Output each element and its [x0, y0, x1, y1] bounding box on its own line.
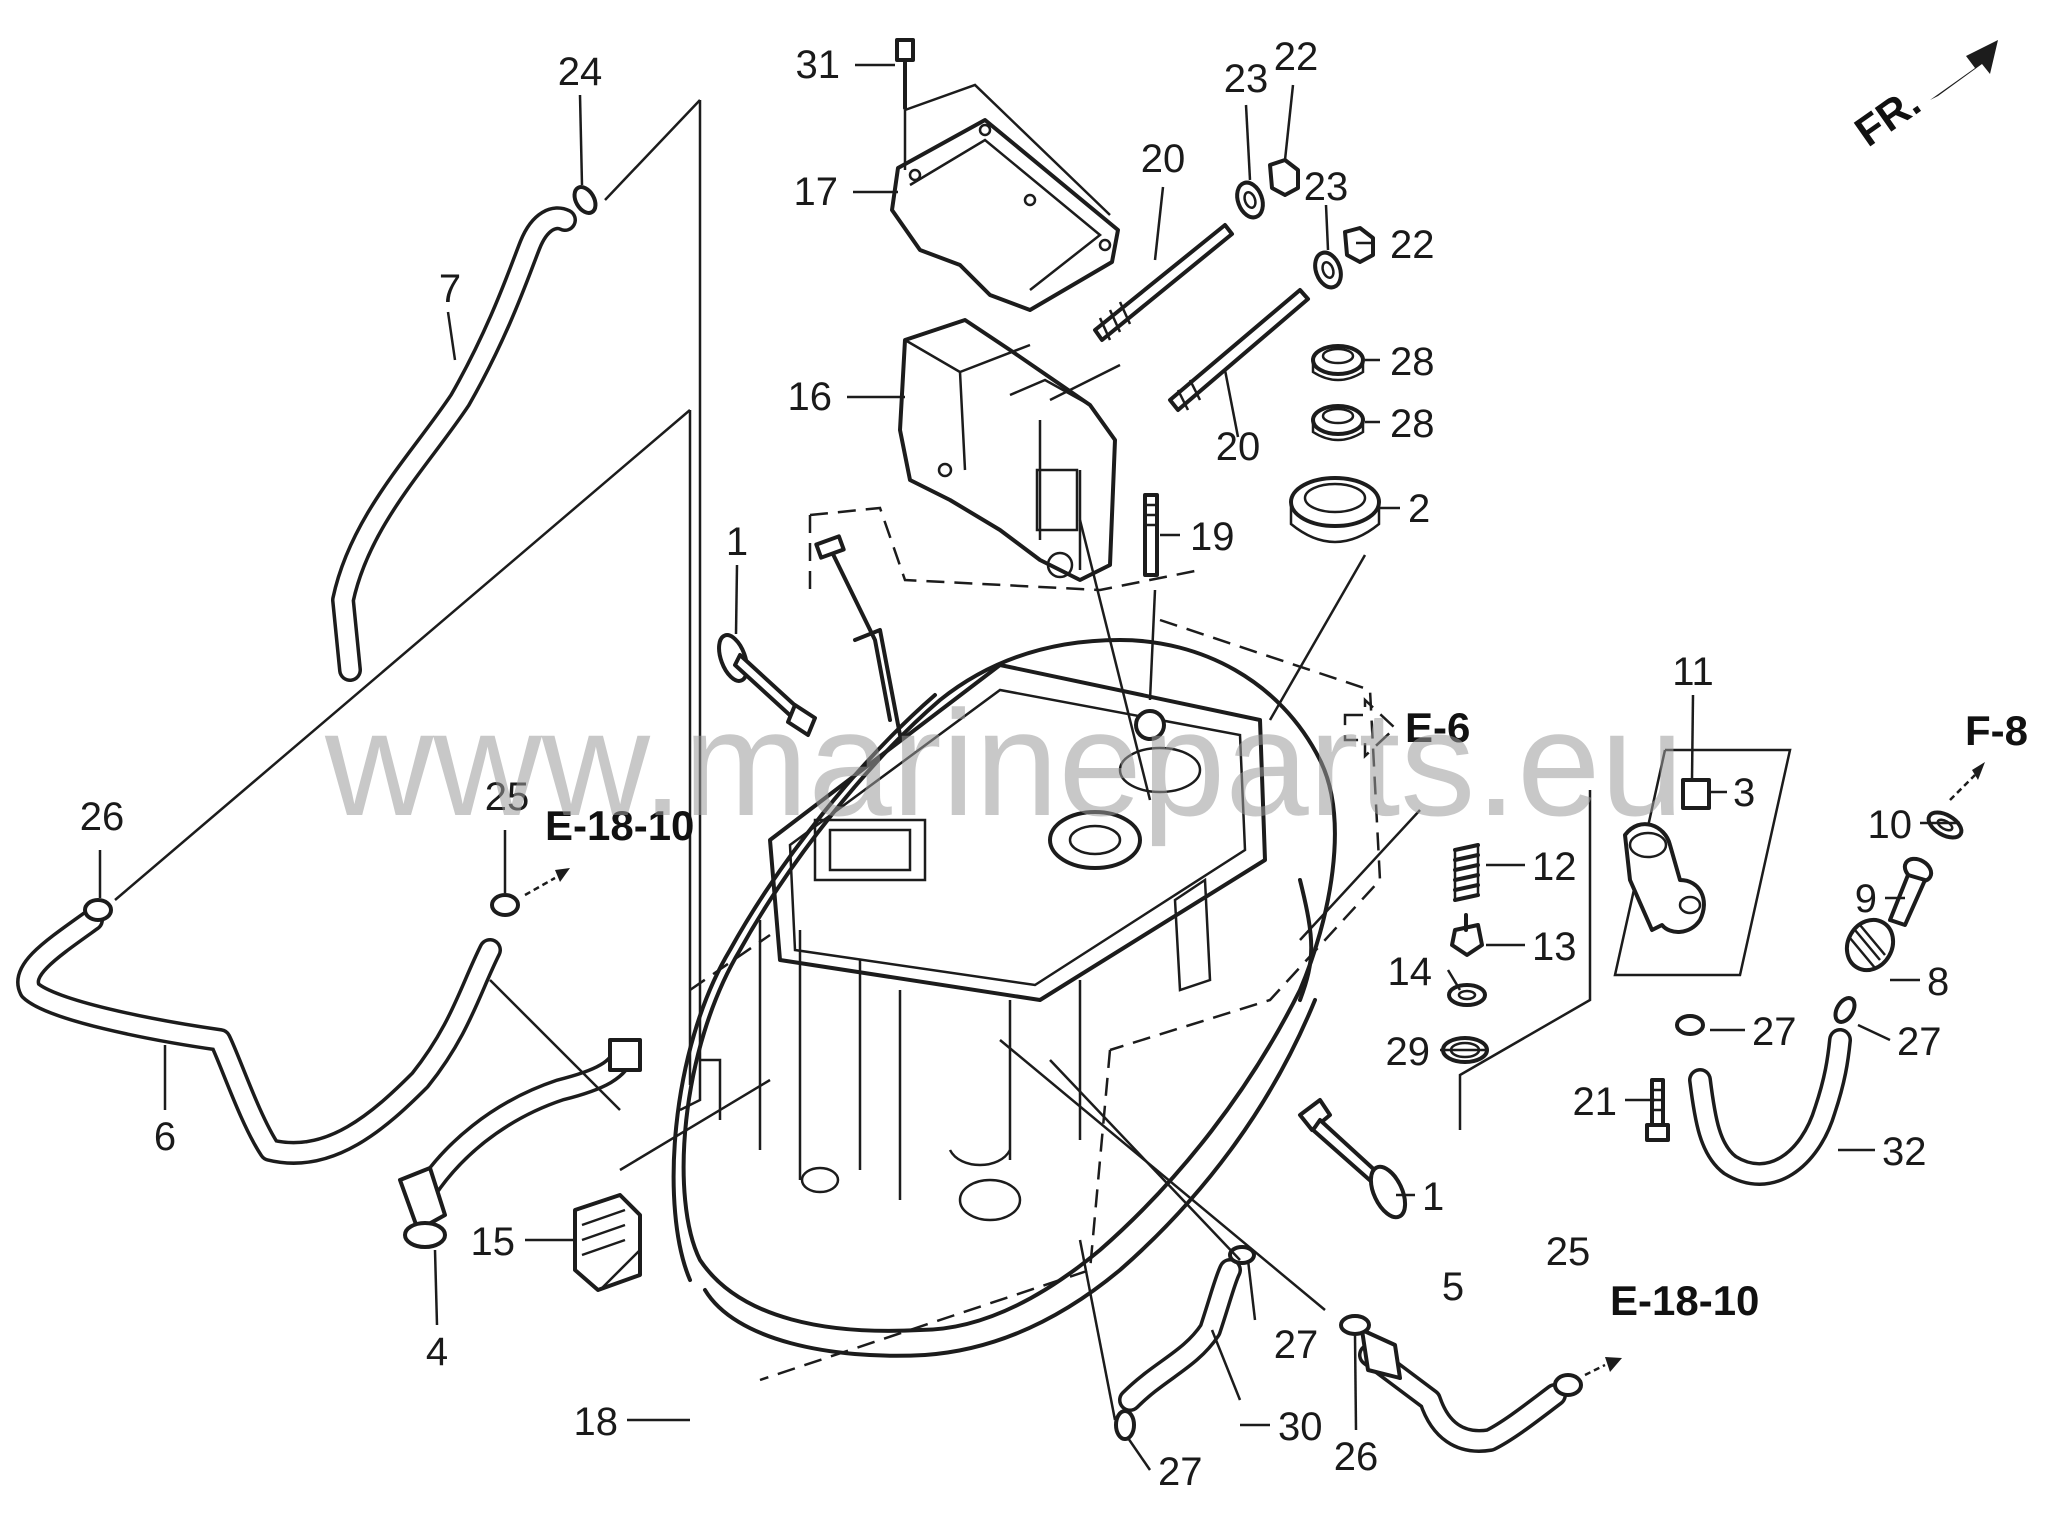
callout-1-left: 1 [726, 520, 748, 564]
callout-10: 10 [1868, 803, 1913, 847]
direction-label: FR. [1846, 78, 1928, 155]
reference-arrow-icon [1343, 697, 1397, 759]
callout-12: 12 [1532, 845, 1577, 889]
housing-part-16 [898, 318, 1117, 582]
callout-3: 3 [1733, 771, 1755, 815]
hose-part-30 [1118, 1258, 1242, 1412]
callout-20-lower: 20 [1216, 425, 1261, 469]
front-arrow-icon [1930, 40, 1998, 100]
nut-part-22-lower [1343, 226, 1375, 264]
callout-26-right: 26 [1334, 1435, 1379, 1479]
callout-22-upper: 22 [1274, 35, 1319, 79]
callout-1-right: 1 [1422, 1175, 1444, 1219]
bolt-part-9 [1888, 856, 1934, 927]
callout-26-left: 26 [80, 795, 125, 839]
right-subassembly [1458, 748, 1792, 1130]
clamp-part-24 [572, 185, 598, 215]
callout-27-right: 27 [1897, 1020, 1942, 1064]
callout-28-lower: 28 [1390, 402, 1435, 446]
callout-labels: 31 17 16 20 20 23 22 23 22 28 28 2 19 24… [80, 35, 1950, 1494]
reference-e-18-10-left: E-18-10 [545, 802, 694, 849]
clamp-part-27-mid [1675, 1014, 1705, 1036]
clamp-part-26-right [1339, 1314, 1371, 1336]
hose-part-32 [1688, 1028, 1852, 1186]
callout-25-left: 25 [485, 775, 530, 819]
check-valve-part-13 [1450, 913, 1484, 957]
callout-15: 15 [471, 1220, 516, 1264]
callout-22-lower: 22 [1390, 223, 1435, 267]
seal-part-28-upper [1311, 344, 1365, 382]
callout-14: 14 [1388, 950, 1433, 994]
bolt-part-21 [1645, 1078, 1670, 1142]
callout-32: 32 [1882, 1130, 1927, 1174]
stud-part-20-lower [1168, 288, 1310, 412]
washer-part-14 [1447, 983, 1487, 1007]
watermark: www.marineparts.eu [324, 679, 1684, 847]
seal-part-28-lower [1311, 404, 1365, 442]
washer-part-23-lower [1313, 250, 1343, 290]
callout-30: 30 [1278, 1405, 1323, 1449]
oil-case-part-18 [671, 506, 1382, 1382]
reference-e-6: E-6 [1405, 704, 1470, 751]
clamp-part-27-lower-bottom [1114, 1409, 1136, 1441]
callout-27-lower-bottom: 27 [1158, 1450, 1203, 1494]
stud-part-19 [1143, 493, 1159, 577]
callout-19: 19 [1190, 515, 1235, 559]
reference-e-18-10-right: E-18-10 [1610, 1277, 1759, 1324]
filter-part-8 [1844, 917, 1896, 973]
callout-16: 16 [788, 375, 833, 419]
callout-6: 6 [154, 1115, 176, 1159]
cap-part-3 [1681, 778, 1711, 810]
spring-part-12 [1453, 843, 1480, 902]
callout-8: 8 [1927, 960, 1949, 1004]
callout-29: 29 [1386, 1030, 1431, 1074]
callout-27-upper-bottom: 27 [1274, 1323, 1319, 1367]
callout-7: 7 [439, 267, 461, 311]
clamp-part-26-left [83, 898, 113, 922]
clamp-part-27-right [1833, 996, 1857, 1024]
bolt-part-31 [895, 38, 915, 110]
hose-part-6 [16, 908, 502, 1165]
callout-20-upper: 20 [1141, 137, 1186, 181]
callout-5: 5 [1442, 1265, 1464, 1309]
callout-13: 13 [1532, 925, 1577, 969]
callout-4: 4 [426, 1330, 448, 1374]
callout-17: 17 [794, 170, 839, 214]
callout-24: 24 [558, 50, 603, 94]
callout-leaders [98, 63, 1960, 1471]
housing-part-11 [1623, 822, 1706, 934]
hose-part-5 [1358, 1328, 1567, 1453]
callout-28-upper: 28 [1390, 340, 1435, 384]
callout-31: 31 [796, 43, 841, 87]
callout-23-upper: 23 [1224, 57, 1269, 101]
bolt-part-1-right [1298, 1098, 1408, 1220]
nut-part-22-upper [1268, 158, 1300, 197]
callout-21: 21 [1573, 1080, 1618, 1124]
callout-25-right: 25 [1546, 1230, 1591, 1274]
callout-2: 2 [1408, 487, 1430, 531]
bolt-part-1-left [717, 633, 817, 737]
callout-23-lower: 23 [1304, 165, 1349, 209]
reference-f-8: F-8 [1965, 707, 2028, 754]
grommet-part-15 [573, 1193, 642, 1292]
washer-part-10 [1926, 762, 1985, 840]
clamp-part-27-upper-bottom [1228, 1245, 1256, 1265]
cover-assembly [890, 38, 1120, 582]
hose-part-7 [331, 206, 577, 682]
stud-part-20-upper [1093, 223, 1234, 342]
washer-part-23-upper [1235, 180, 1265, 220]
callout-11: 11 [1672, 650, 1714, 694]
front-direction-indicator: FR. [1846, 40, 1998, 155]
callout-27-mid: 27 [1752, 1010, 1797, 1054]
clamp-part-25-left [490, 868, 570, 917]
oil-seal-part-2 [1289, 476, 1381, 544]
callout-9: 9 [1855, 877, 1877, 921]
pipe-part-4 [398, 1038, 642, 1249]
callout-18: 18 [574, 1400, 619, 1444]
cover-plate-part-17 [890, 118, 1120, 312]
clamp-part-25-right [1553, 1357, 1622, 1397]
reference-labels: E-18-10 E-18-10 E-6 F-8 [545, 704, 2028, 1324]
